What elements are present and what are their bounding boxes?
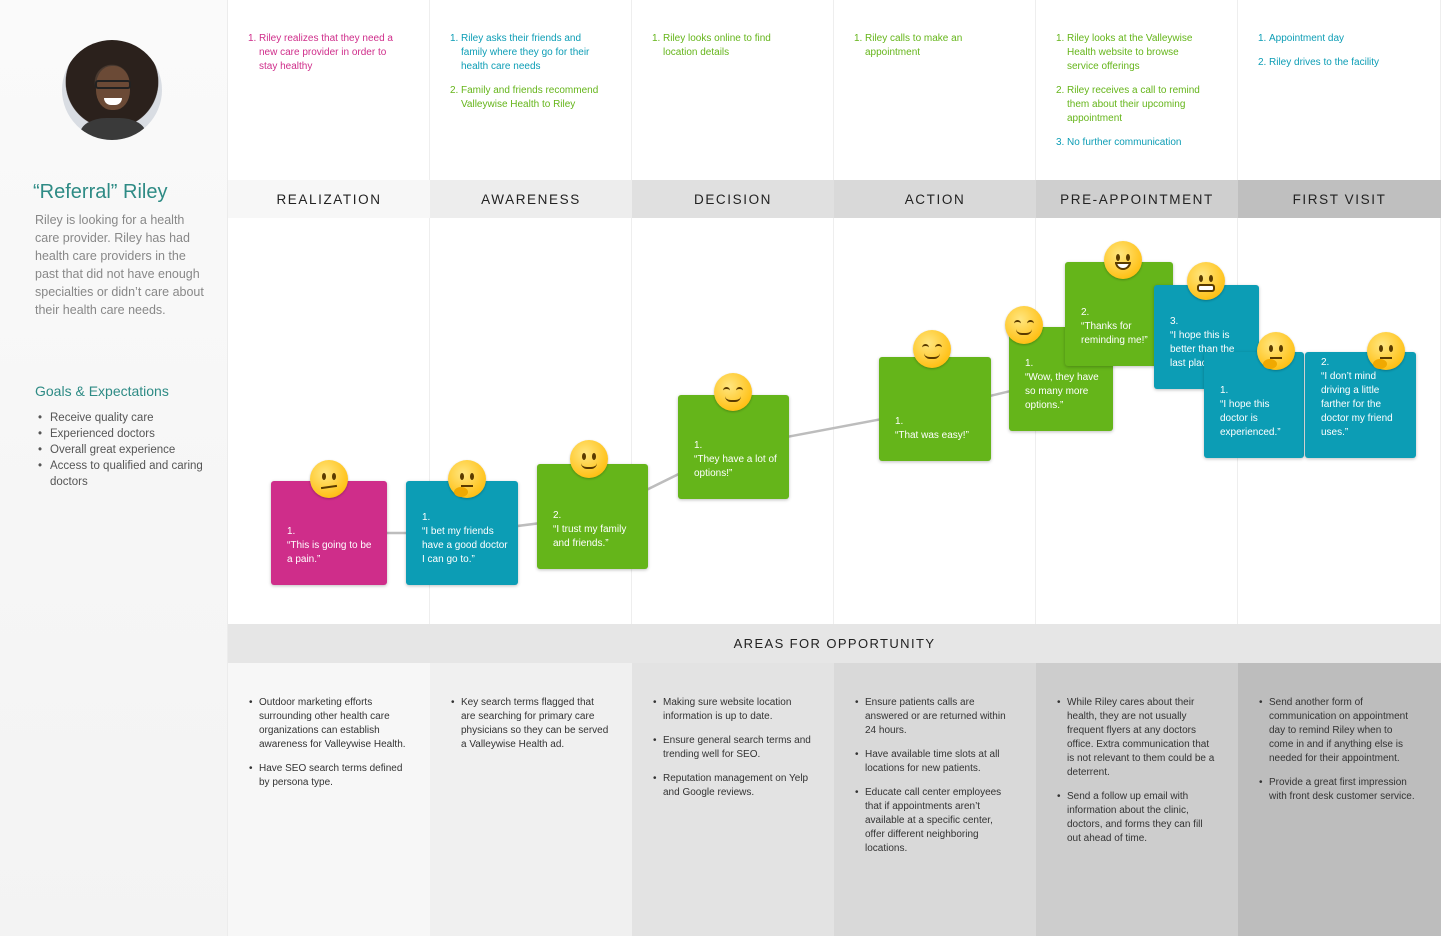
card-number: 2. xyxy=(1081,307,1090,318)
opportunity-column: Send another form of communication on ap… xyxy=(1238,663,1441,936)
opportunity-item: Send another form of communication on ap… xyxy=(1259,696,1419,766)
opportunity-item: Educate call center employees that if ap… xyxy=(855,786,1015,856)
happy-face-icon xyxy=(1005,306,1043,344)
phase-header: PRE-APPOINTMENT xyxy=(1036,180,1238,218)
opportunity-item: Send a follow up email with information … xyxy=(1057,790,1217,846)
phase-header: DECISION xyxy=(632,180,834,218)
goal-item: Overall great experience xyxy=(38,442,208,458)
opportunity-column: Key search terms flagged that are search… xyxy=(430,663,632,936)
thinking-face-icon xyxy=(1257,332,1295,370)
card-quote: “I bet my friends have a good doctor I c… xyxy=(422,526,508,565)
card-number: 1. xyxy=(1220,385,1229,396)
step-item: 1.Riley realizes that they need a new ca… xyxy=(248,33,393,72)
step-item: 2.Family and friends recommend Valleywis… xyxy=(450,85,599,110)
opportunity-item: Key search terms flagged that are search… xyxy=(451,696,611,752)
phase-steps: 1.Riley looks at the Valleywise Health w… xyxy=(1036,0,1238,180)
persona-panel: “Referral” Riley Riley is looking for a … xyxy=(0,0,228,936)
emotion-card: 2. “I don’t mind driving a little farther… xyxy=(1305,352,1416,458)
opportunity-column: While Riley cares about their health, th… xyxy=(1036,663,1238,936)
card-quote: “This is going to be a pain.” xyxy=(287,540,372,565)
card-quote: “I hope this is better than the last pla… xyxy=(1170,330,1235,369)
goal-item: Receive quality care xyxy=(38,410,208,426)
card-number: 1. xyxy=(1025,358,1034,369)
persona-avatar xyxy=(62,40,162,140)
step-item: 1.Riley calls to make an appointment xyxy=(854,33,963,58)
step-item: 2.Riley receives a call to remind them a… xyxy=(1056,85,1200,124)
grin-face-icon xyxy=(1104,241,1142,279)
phase-steps: 1.Riley asks their friends and family wh… xyxy=(430,0,632,180)
step-item: 2.Riley drives to the facility xyxy=(1258,57,1380,68)
card-number: 2. xyxy=(553,510,562,521)
persona-description: Riley is looking for a health care provi… xyxy=(35,213,204,317)
step-item: 1.Riley asks their friends and family wh… xyxy=(450,33,590,72)
opportunity-item: Ensure patients calls are answered or ar… xyxy=(855,696,1015,738)
step-item: 1.Riley looks online to find location de… xyxy=(652,33,771,58)
phase-steps: 1.Riley looks online to find location de… xyxy=(632,0,834,180)
phase-header: FIRST VISIT xyxy=(1238,180,1441,218)
opportunity-item: Reputation management on Yelp and Google… xyxy=(653,772,813,800)
emotion-card: 1. “That was easy!” xyxy=(879,357,991,461)
step-item: 1.Appointment day xyxy=(1258,33,1345,44)
phase-header: ACTION xyxy=(834,180,1036,218)
emotion-card: 1. “I bet my friends have a good doctor I… xyxy=(406,481,518,585)
phase-steps: 1.Riley realizes that they need a new ca… xyxy=(228,0,430,180)
happy-face-icon xyxy=(913,330,951,368)
card-number: 1. xyxy=(694,440,703,451)
opportunity-item: Ensure general search terms and trending… xyxy=(653,734,813,762)
card-quote: “Thanks for reminding me!” xyxy=(1081,321,1148,346)
opportunity-column: Making sure website location information… xyxy=(632,663,834,936)
step-item: 3.No further communication xyxy=(1056,137,1182,148)
card-number: 1. xyxy=(422,512,431,523)
emotion-card: 1. “They have a lot of options!” xyxy=(678,395,789,499)
goal-item: Experienced doctors xyxy=(38,426,208,442)
card-number: 3. xyxy=(1170,316,1179,327)
goals-list: Receive quality care Experienced doctors… xyxy=(38,410,208,490)
opportunity-header: AREAS FOR OPPORTUNITY xyxy=(228,624,1441,663)
card-number: 1. xyxy=(895,416,904,427)
opportunity-item: Outdoor marketing efforts surrounding ot… xyxy=(249,696,409,752)
card-quote: “I don’t mind driving a little farther f… xyxy=(1321,371,1393,438)
goal-item: Access to qualified and caring doctors xyxy=(38,458,208,490)
persona-name: “Referral” Riley xyxy=(33,181,168,203)
phase-header: AWARENESS xyxy=(430,180,632,218)
thinking-face-icon xyxy=(448,460,486,498)
step-item: 1.Riley looks at the Valleywise Health w… xyxy=(1056,33,1193,72)
confused-face-icon xyxy=(310,460,348,498)
opportunity-item: Have available time slots at all locatio… xyxy=(855,748,1015,776)
thinking-face-icon xyxy=(1367,332,1405,370)
card-quote: “Wow, they have so many more options.” xyxy=(1025,372,1099,411)
opportunity-column: Ensure patients calls are answered or ar… xyxy=(834,663,1036,936)
opportunity-item: Have SEO search terms defined by persona… xyxy=(249,762,409,790)
card-number: 1. xyxy=(287,526,296,537)
phase-steps: 1.Appointment day 2.Riley drives to the f… xyxy=(1238,0,1441,180)
card-number: 2. xyxy=(1321,357,1330,368)
grimace-face-icon xyxy=(1187,262,1225,300)
opportunity-column: Outdoor marketing efforts surrounding ot… xyxy=(228,663,430,936)
card-quote: “I hope this doctor is experienced.” xyxy=(1220,399,1281,438)
opportunity-item: Provide a great first impression with fr… xyxy=(1259,776,1419,804)
emotion-card: 1. “This is going to be a pain.” xyxy=(271,481,387,585)
card-quote: “That was easy!” xyxy=(895,430,969,441)
emotion-card: 2. “I trust my family and friends.” xyxy=(537,464,648,569)
emotion-card: 1. “I hope this doctor is experienced.” xyxy=(1204,352,1304,458)
opportunity-item: While Riley cares about their health, th… xyxy=(1057,696,1217,780)
card-quote: “They have a lot of options!” xyxy=(694,454,777,479)
phase-header: REALIZATION xyxy=(228,180,430,218)
smile-face-icon xyxy=(570,440,608,478)
opportunity-item: Making sure website location information… xyxy=(653,696,813,724)
happy-face-icon xyxy=(714,373,752,411)
phase-steps: 1.Riley calls to make an appointment xyxy=(834,0,1036,180)
card-quote: “I trust my family and friends.” xyxy=(553,524,627,549)
goals-title: Goals & Expectations xyxy=(35,383,169,399)
